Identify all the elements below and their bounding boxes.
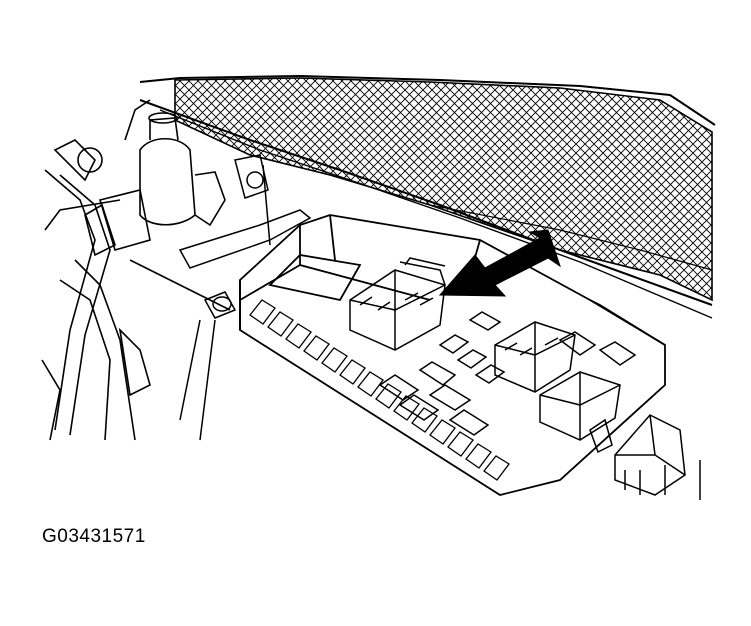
cowl-grille-panel [140, 76, 715, 318]
support-bracket [180, 155, 310, 440]
relay-blocks [350, 258, 635, 440]
brake-reservoir-assembly [42, 100, 230, 440]
fuse-box-illustration [0, 0, 751, 520]
fuse-relay-box [240, 215, 665, 495]
fuse-slot-row [250, 300, 509, 480]
side-connector [590, 415, 700, 500]
pointer-arrow [440, 230, 560, 296]
figure-id-label: G03431571 [42, 526, 146, 547]
